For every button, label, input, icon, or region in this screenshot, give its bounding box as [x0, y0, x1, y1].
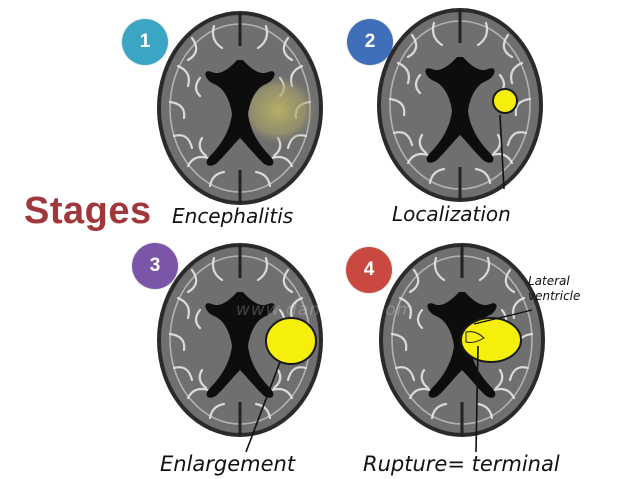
watermark-text: www.damkotb.com	[236, 300, 415, 320]
stage-badge-2: 2	[347, 19, 393, 65]
caption-enlargement: Enlargement	[160, 452, 296, 476]
lateral-ventricle-line1: Lateral	[528, 274, 570, 288]
brain-encephalitis	[157, 11, 323, 205]
brain-localization	[377, 8, 543, 202]
caption-localization: Localization	[392, 202, 511, 226]
stage-badge-4: 4	[346, 247, 392, 293]
brain-enlargement	[157, 243, 323, 453]
caption-encephalitis: Encephalitis	[172, 204, 294, 228]
caption-rupture: Rupture= terminal	[363, 452, 560, 476]
stages-title: Stages	[24, 190, 152, 232]
lateral-ventricle-label: Lateral ventricle	[528, 274, 580, 304]
brain-rupture	[379, 243, 545, 453]
stage-badge-3: 3	[132, 243, 178, 289]
lateral-ventricle-line2: ventricle	[528, 289, 581, 303]
stage-badge-1: 1	[122, 19, 168, 65]
